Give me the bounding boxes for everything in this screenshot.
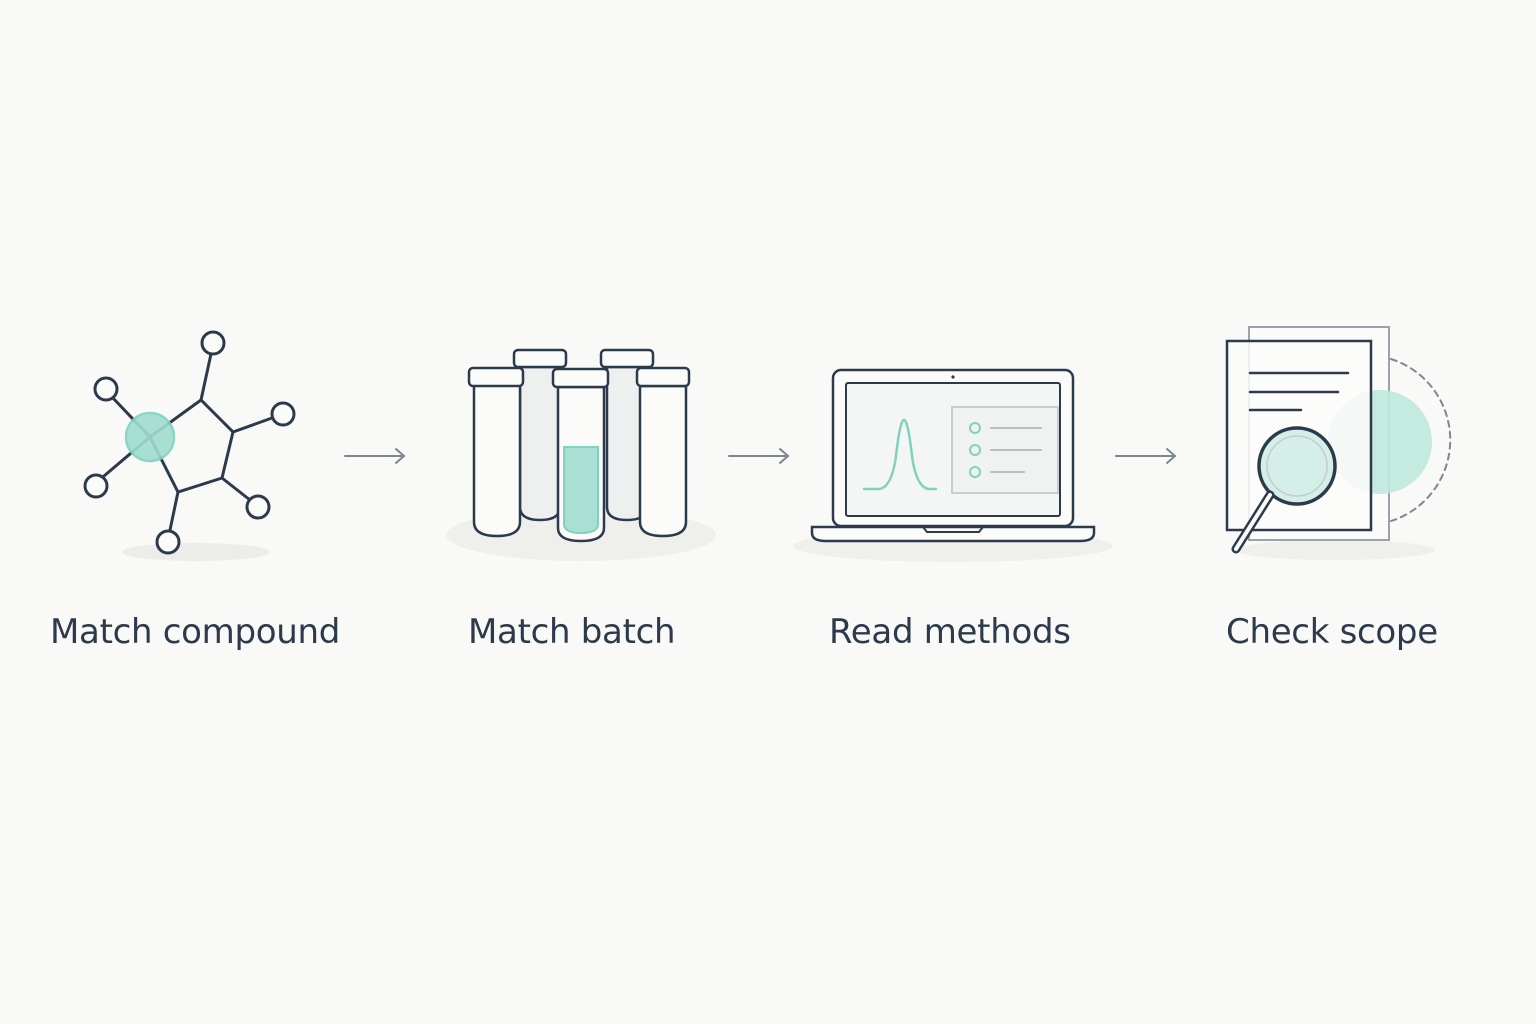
laptop-base (810, 525, 1096, 543)
document-shadow (1235, 540, 1435, 560)
molecule-ring (148, 398, 235, 494)
chromatogram-peak (862, 418, 938, 491)
tube-liquid (563, 446, 599, 535)
tube-front-left (467, 366, 525, 538)
magnifier-lens (1257, 426, 1337, 506)
molecule-shadow (122, 543, 270, 561)
arrow-right-icon (1115, 448, 1177, 464)
molecule-highlight-atom (124, 411, 176, 463)
tube-front-middle (551, 367, 610, 543)
molecule-icon (83, 330, 296, 561)
document-magnifier-icon (1225, 326, 1452, 560)
step-label-match-batch: Match batch (468, 612, 676, 652)
laptop-chromatogram-icon (793, 368, 1113, 562)
tube-back-left (512, 348, 568, 522)
step-label-check-scope: Check scope (1226, 612, 1438, 652)
test-tubes-icon (446, 348, 716, 561)
step-label-match-compound: Match compound (50, 612, 341, 652)
tube-front-right (635, 366, 691, 538)
arrow-right-icon (728, 448, 790, 464)
arrow-right-icon (344, 448, 406, 464)
step-label-read-methods: Read methods (829, 612, 1071, 652)
